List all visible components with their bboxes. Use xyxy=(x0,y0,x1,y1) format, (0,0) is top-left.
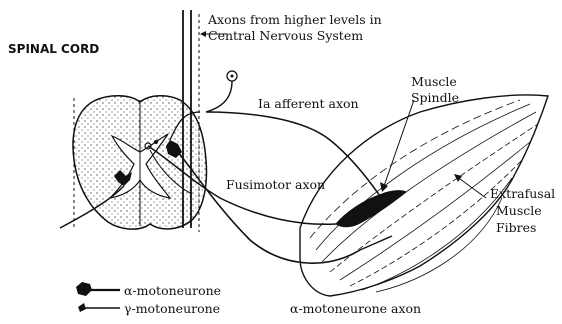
extrafusal-label-line2: Muscle xyxy=(496,203,542,218)
extrafusal-pointer xyxy=(456,176,486,198)
legend-gamma-label: γ-motoneurone xyxy=(124,301,220,316)
legend-alpha-marker xyxy=(76,282,120,296)
fusimotor-label: Fusimotor axon xyxy=(226,177,325,192)
higher-axons-label-line1: Axons from higher levels in xyxy=(208,12,382,27)
extrafusal-label-line1: Extrafusal xyxy=(490,186,555,201)
higher-axons-label-line2: Central Nervous System xyxy=(208,28,363,43)
muscle-spindle-label-line1: Muscle xyxy=(410,74,458,89)
legend-gamma-marker xyxy=(78,303,120,312)
legend-alpha-label: α-motoneurone xyxy=(124,283,221,298)
ia-afferent-label: Ia afferent axon xyxy=(258,96,359,111)
spinal-cord-label: SPINAL CORD xyxy=(8,42,99,57)
extrafusal-label-line3: Fibres xyxy=(496,220,536,235)
muscle-spindle-label-line2: Spindle xyxy=(406,90,464,105)
alpha-axon-label: α-motoneurone axon xyxy=(290,301,421,316)
